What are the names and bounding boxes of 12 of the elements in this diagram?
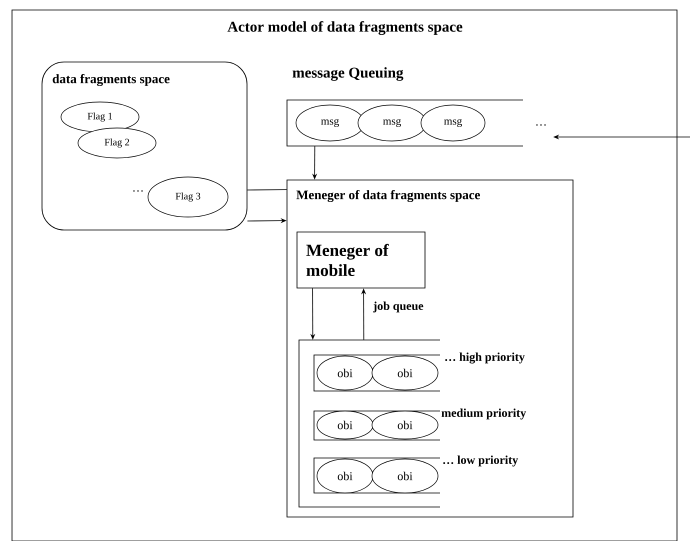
manager-box: Meneger of mobile — [296, 232, 426, 288]
queue-box — [298, 340, 440, 508]
queue-band — [314, 410, 440, 440]
priority-label: … low priority — [443, 456, 518, 466]
title: Actor model of data fragments space — [227, 21, 462, 35]
queue-band — [314, 354, 440, 392]
priority-label: … high priority — [445, 352, 525, 364]
queue-band — [314, 458, 440, 494]
priority-label: medium priority — [442, 408, 526, 420]
edge-label: job queue — [373, 302, 424, 312]
ellipsis: … — [536, 124, 546, 126]
ellipsis: … — [133, 190, 143, 192]
